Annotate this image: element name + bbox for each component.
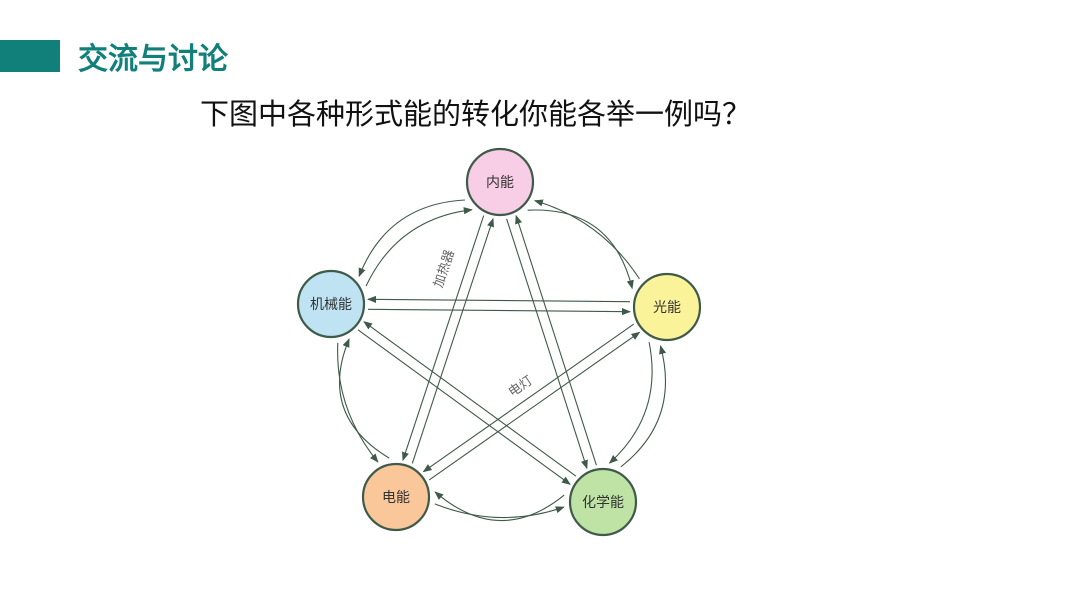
node-mechanical-label: 机械能 (310, 297, 352, 313)
arrow-light-to-internal (533, 199, 640, 280)
arrow-light-to-electric (422, 323, 635, 473)
arrow-label-electric-to-internal: 加热器 (431, 248, 457, 290)
node-chemical-circle (568, 467, 638, 537)
node-chemical-label: 化学能 (582, 495, 624, 511)
node-internal-label: 内能 (486, 175, 514, 191)
arrow-mechanical-to-light (367, 308, 631, 316)
node-mechanical: 机械能 (296, 269, 366, 339)
arrow-internal-to-mechanical (358, 199, 465, 278)
arrow-chemical-to-internal (515, 214, 597, 466)
arrow-mechanical-to-internal (365, 207, 473, 287)
node-chemical: 化学能 (568, 467, 638, 537)
arrow-chemical-to-light (620, 345, 667, 468)
arrow-mechanical-to-chemical (357, 329, 571, 485)
arrow-electric-to-internal (411, 217, 494, 464)
arrow-electric-to-chemical (434, 503, 565, 519)
node-mechanical-circle (296, 269, 366, 339)
arrow-chemical-to-mechanical (363, 321, 577, 477)
node-electric-circle (361, 462, 431, 532)
arrow-electric-to-light (428, 331, 641, 481)
node-light-label: 光能 (653, 300, 681, 316)
arrow-internal-to-chemical (506, 218, 588, 470)
node-electric: 电能 (361, 462, 431, 532)
question-text: 下图中各种形式能的转化你能各举一例吗？ (200, 97, 752, 131)
arrow-chemical-to-electric (434, 491, 565, 522)
arrows-layer (337, 199, 667, 522)
arrow-mechanical-to-electric (337, 342, 379, 463)
node-internal: 内能 (465, 147, 535, 217)
arrow-light-to-mechanical (367, 295, 631, 303)
header-accent-bar (0, 40, 60, 72)
arrow-internal-to-electric (402, 215, 485, 462)
node-light: 光能 (632, 272, 702, 342)
node-internal-circle (465, 147, 535, 217)
arrow-internal-to-light (527, 209, 634, 290)
arrow-light-to-chemical (608, 342, 653, 464)
arrow-electric-to-mechanical (338, 338, 390, 459)
node-light-circle (632, 272, 702, 342)
node-electric-label: 电能 (382, 490, 410, 506)
page-title: 交流与讨论 (78, 42, 228, 77)
